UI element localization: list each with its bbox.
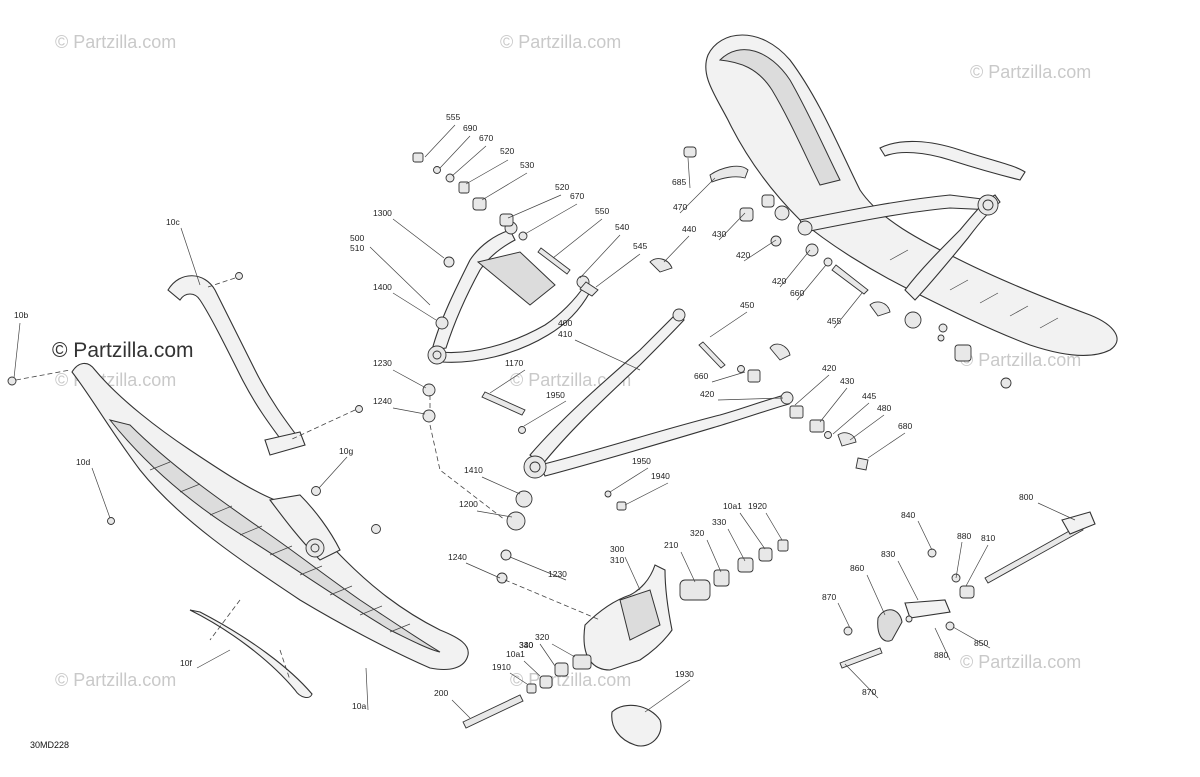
part-callout: 445 (862, 391, 876, 401)
part-callout: 10g (339, 446, 353, 456)
part-callout: 330 (519, 640, 533, 650)
part-callout: 420 (700, 389, 714, 399)
part-callout: 320 (690, 528, 704, 538)
part-callout: 880 (957, 531, 971, 541)
part-callout: 1400 (373, 282, 392, 292)
part-callout: 1950 (632, 456, 651, 466)
part-callout: 540 (615, 222, 629, 232)
part-callout: 420 (736, 250, 750, 260)
part-callout: 320 (535, 632, 549, 642)
part-callout: 450 (740, 300, 754, 310)
watermark-text: © Partzilla.com (55, 670, 176, 690)
part-callout: 1240 (448, 552, 467, 562)
part-callout: 420 (772, 276, 786, 286)
part-callout: 1170 (505, 358, 524, 368)
watermark-layer: © Partzilla.com © Partzilla.com © Partzill… (55, 32, 1091, 690)
part-callout: 210 (664, 540, 678, 550)
part-callout: 10d (76, 457, 90, 467)
part-callout: 10c (166, 217, 180, 227)
diagram-code: 30MD228 (30, 740, 69, 750)
part-callout: 1950 (546, 390, 565, 400)
part-callout: 545 (633, 241, 647, 251)
watermark-text: © Partzilla.com (960, 350, 1081, 370)
part-callout: 660 (790, 288, 804, 298)
part-callout: 830 (881, 549, 895, 559)
part-callout: 510 (350, 243, 364, 253)
watermark-text: © Partzilla.com (500, 32, 621, 52)
part-callout: 455 (827, 316, 841, 326)
part-callout: 440 (682, 224, 696, 234)
part-callout: 660 (694, 371, 708, 381)
part-callout: 1930 (675, 669, 694, 679)
part-callout: 690 (463, 123, 477, 133)
part-callout: 550 (595, 206, 609, 216)
part-callout: 680 (898, 421, 912, 431)
part-callout: 670 (570, 191, 584, 201)
part-callout: 870 (822, 592, 836, 602)
part-callout: 880 (934, 650, 948, 660)
part-callout: 1910 (492, 662, 511, 672)
watermark-text: © Partzilla.com (970, 62, 1091, 82)
part-callout: 420 (822, 363, 836, 373)
watermark-text: © Partzilla.com (960, 652, 1081, 672)
part-callout: 840 (901, 510, 915, 520)
part-callout: 470 (673, 202, 687, 212)
leader-lines (13, 124, 1076, 719)
part-callout: 685 (672, 177, 686, 187)
part-callout: 860 (850, 563, 864, 573)
part-callout: 10a1 (506, 649, 525, 659)
part-callout: 850 (974, 638, 988, 648)
watermark-prominent: © Partzilla.com (52, 339, 194, 362)
part-callout: 870 (862, 687, 876, 697)
lower-a-arm (481, 308, 869, 584)
part-callout: 555 (446, 112, 460, 122)
part-callout: 10f (180, 658, 192, 668)
part-callout: 1230 (548, 569, 567, 579)
part-callout: 1300 (373, 208, 392, 218)
part-callout: 1200 (459, 499, 478, 509)
part-callout: 530 (520, 160, 534, 170)
part-callout: 430 (712, 229, 726, 239)
part-callout: 340 (519, 640, 533, 650)
part-callout: 1240 (373, 396, 392, 406)
upper-a-arm (412, 152, 599, 521)
part-callout: 500 (350, 233, 364, 243)
part-callout: 520 (555, 182, 569, 192)
left-ski (7, 272, 469, 699)
spindle (462, 539, 789, 747)
part-callout: 10a (352, 701, 366, 711)
part-callout: 410 (558, 329, 572, 339)
right-ski (649, 34, 1118, 389)
part-callout: 430 (840, 376, 854, 386)
callout-labels: 5556906705205305206705505405451300500510… (14, 112, 1033, 711)
part-callout: 200 (434, 688, 448, 698)
part-callout: 310 (610, 555, 624, 565)
part-callout: 1230 (373, 358, 392, 368)
part-callout: 400 (558, 318, 572, 328)
part-callout: 800 (1019, 492, 1033, 502)
part-callout: 1410 (464, 465, 483, 475)
part-callout: 670 (479, 133, 493, 143)
watermark-text: © Partzilla.com (55, 32, 176, 52)
part-callout: 1920 (748, 501, 767, 511)
part-callout: 10a1 (723, 501, 742, 511)
part-callout: 330 (712, 517, 726, 527)
part-callout: 1940 (651, 471, 670, 481)
part-callout: 520 (500, 146, 514, 156)
part-callout: 810 (981, 533, 995, 543)
part-callout: 300 (610, 544, 624, 554)
steering-rod (839, 511, 1096, 669)
part-callout: 10b (14, 310, 28, 320)
part-callout: 480 (877, 403, 891, 413)
